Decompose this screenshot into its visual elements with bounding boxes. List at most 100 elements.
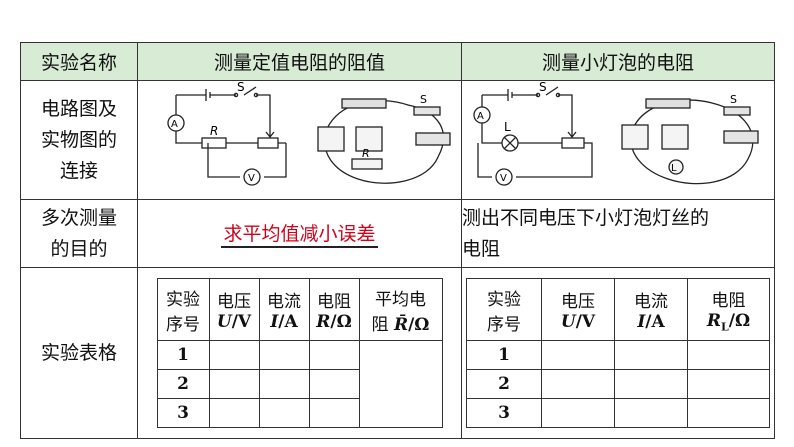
fixed-resistor-data-table: 实验 序号 电压 U/V 电流 I/A 电阻 R/Ω: [156, 278, 443, 428]
photo-switch-label: S: [730, 93, 737, 106]
symbol-r: R: [706, 310, 722, 331]
symbol-r-bar: R̄: [393, 314, 409, 335]
header-text: 平均电: [375, 289, 426, 310]
header-text: 序号: [166, 314, 200, 335]
header-fixed-resistor: 测量定值电阻的阻值: [137, 42, 462, 81]
header-text: 电阻: [317, 292, 351, 312]
symbol-u: U: [216, 312, 232, 332]
table-row: 1: [466, 340, 770, 370]
switch-label-s: S: [237, 81, 245, 94]
header-text: 电流: [634, 292, 668, 312]
empty-cell: [208, 398, 260, 428]
fixed-resistor-diagram-cell: S A R V S R: [137, 80, 462, 200]
empty-cell: [208, 340, 260, 370]
unit-v: /V: [575, 312, 596, 332]
empty-cell: [687, 398, 770, 428]
fixed-resistor-table-cell: 实验 序号 电压 U/V 电流 I/A 电阻 R/Ω: [137, 267, 462, 439]
col-resistance-header: 电阻 R/Ω: [308, 278, 360, 341]
circuit-row: 电路图及 实物图的 连接: [20, 80, 775, 200]
col-lamp-resistance-header: 电阻 RL/Ω: [687, 278, 770, 341]
small-lamp-circuit-diagram: S A L V S L: [473, 80, 759, 186]
fixed-resistor-purpose-cell: 求平均值减小误差: [137, 199, 462, 268]
unit-a: /A: [645, 312, 665, 332]
empty-cell: [687, 340, 770, 370]
header-text: 阻: [371, 314, 394, 335]
header-experiment-name: 实验名称: [20, 42, 138, 81]
resistor-label-r: R: [210, 124, 218, 138]
small-lamp-purpose-cell: 测出不同电压下小灯泡灯丝的 电阻: [461, 199, 775, 268]
empty-cell: [258, 340, 310, 370]
empty-cell: [308, 340, 360, 370]
col-voltage-header: 电压 U/V: [208, 278, 260, 341]
trial-number: 2: [466, 369, 542, 399]
empty-cell: [614, 369, 688, 399]
empty-cell: [208, 369, 260, 399]
average-cell: [358, 340, 443, 428]
table-row: 1: [156, 340, 443, 428]
ammeter-label: A: [171, 119, 178, 130]
empty-cell: [541, 369, 615, 399]
header-text: 电压: [217, 292, 251, 312]
empty-cell: [614, 398, 688, 428]
header-small-lamp: 测量小灯泡的电阻: [461, 42, 775, 81]
table-row: 3: [156, 398, 442, 428]
switch-label-s: S: [539, 81, 547, 94]
col-current-header: 电流 I/A: [614, 278, 688, 341]
lamp-label-l: L: [504, 120, 511, 134]
header-text: 电压: [561, 292, 595, 312]
header-text: 序号: [487, 314, 521, 335]
circuit-label-line3: 连接: [59, 159, 98, 182]
empty-cell: [258, 369, 310, 399]
ammeter-label: A: [477, 111, 484, 122]
small-lamp-purpose-line1: 测出不同电压下小灯泡灯丝的: [462, 206, 710, 229]
circuit-label-line2: 实物图的: [40, 128, 117, 151]
small-lamp-table-cell: 实验 序号 电压 U/V 电流 I/A 电阻 RL/Ω: [461, 267, 775, 439]
subscript-l: L: [721, 320, 729, 334]
symbol-i: I: [270, 312, 279, 332]
col-trial-header: 实验 序号: [466, 278, 542, 341]
empty-cell: [614, 340, 688, 370]
table-row: 2: [466, 369, 770, 399]
empty-cell: [308, 369, 360, 399]
data-table-row-label: 实验表格: [20, 267, 138, 439]
empty-cell: [541, 398, 615, 428]
photo-lamp-label: L: [671, 163, 677, 174]
photo-switch-label: S: [420, 93, 427, 106]
circuit-label-line1: 电路图及: [40, 97, 117, 120]
small-lamp-data-table: 实验 序号 电压 U/V 电流 I/A 电阻 RL/Ω: [466, 278, 770, 428]
circuit-row-label: 电路图及 实物图的 连接: [20, 80, 138, 200]
experiment-comparison-table: 实验名称 测量定值电阻的阻值 测量小灯泡的电阻 电路图及 实物图的 连接: [20, 42, 775, 439]
data-table-row: 实验表格 实验 序号 电压 U/V 电流 I/A: [20, 267, 775, 439]
fixed-resistor-circuit-diagram: S A R V S R: [167, 80, 451, 186]
empty-cell: [687, 369, 770, 399]
trial-number: 2: [156, 369, 210, 399]
header-text: 实验: [166, 289, 200, 310]
col-voltage-header: 电压 U/V: [541, 278, 615, 341]
trial-number: 1: [466, 340, 542, 370]
table-row: 3: [466, 398, 770, 428]
col-average-resistance-header: 平均电 阻 R̄/Ω: [358, 278, 443, 341]
voltmeter-label: V: [248, 173, 255, 184]
symbol-i: I: [637, 312, 646, 332]
unit-ohm: /Ω: [330, 312, 352, 332]
small-lamp-diagram-cell: S A L V S L: [461, 80, 775, 200]
unit-ohm: /Ω: [408, 314, 430, 335]
photo-resistor-label: R: [362, 147, 370, 160]
purpose-row: 多次测量 的目的 求平均值减小误差 测出不同电压下小灯泡灯丝的 电阻: [20, 199, 775, 268]
empty-cell: [258, 398, 310, 428]
symbol-u: U: [560, 312, 576, 332]
trial-number: 1: [156, 340, 210, 370]
trial-number: 3: [466, 398, 542, 428]
col-trial-header: 实验 序号: [156, 278, 210, 341]
header-text: 电流: [267, 292, 301, 312]
trial-number: 3: [156, 398, 210, 428]
unit-ohm: /Ω: [728, 310, 751, 331]
empty-cell: [308, 398, 360, 428]
empty-cell: [541, 340, 615, 370]
unit-a: /A: [278, 312, 298, 332]
header-text: 电阻: [711, 290, 746, 311]
purpose-label-line2: 的目的: [50, 237, 108, 260]
col-current-header: 电流 I/A: [258, 278, 310, 341]
fixed-resistor-purpose-text: 求平均值减小误差: [221, 219, 378, 248]
table-header-row: 实验 序号 电压 U/V 电流 I/A 电阻 RL/Ω: [466, 278, 770, 341]
